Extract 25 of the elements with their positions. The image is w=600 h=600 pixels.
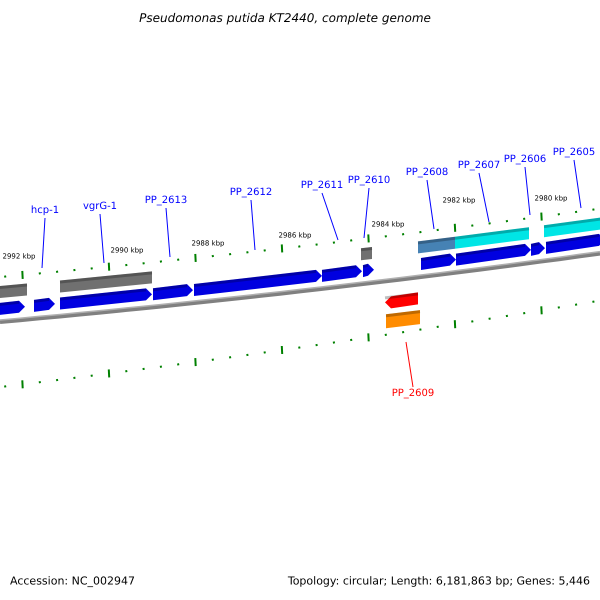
gene-label: PP_2612 <box>230 188 272 198</box>
gene-label: PP_2606 <box>504 155 546 165</box>
gene-label: PP_2607 <box>458 161 500 171</box>
leader-line <box>426 180 434 230</box>
leader-line <box>574 160 582 208</box>
leader-line <box>406 342 414 388</box>
gene-label: PP_2609 <box>392 389 434 399</box>
leader-line <box>524 166 530 216</box>
leader-line <box>364 188 370 238</box>
gene-label: PP_2613 <box>144 196 188 206</box>
gene-label: vgrG-1 <box>82 202 118 212</box>
gene-label: hcp-1 <box>30 206 60 216</box>
gene-label: PP_2611 <box>300 181 344 191</box>
title: Pseudomonas putida KT2440, complete genome <box>139 12 431 24</box>
genome-info-text: Topology: circular; Length: 6,181,863 bp; Genes: 5,446 <box>288 576 590 586</box>
leader-line <box>100 214 104 264</box>
accession-text: Accession: NC_002947 <box>10 576 136 586</box>
gene-label: PP_2610 <box>348 176 390 186</box>
leader-line <box>322 192 338 240</box>
leader-line <box>250 200 256 250</box>
gene-label: PP_2608 <box>406 168 448 178</box>
gene-label: PP_2605 <box>552 148 596 158</box>
leader-line <box>42 218 46 268</box>
leader-line <box>166 208 170 258</box>
leader-line <box>478 172 490 222</box>
